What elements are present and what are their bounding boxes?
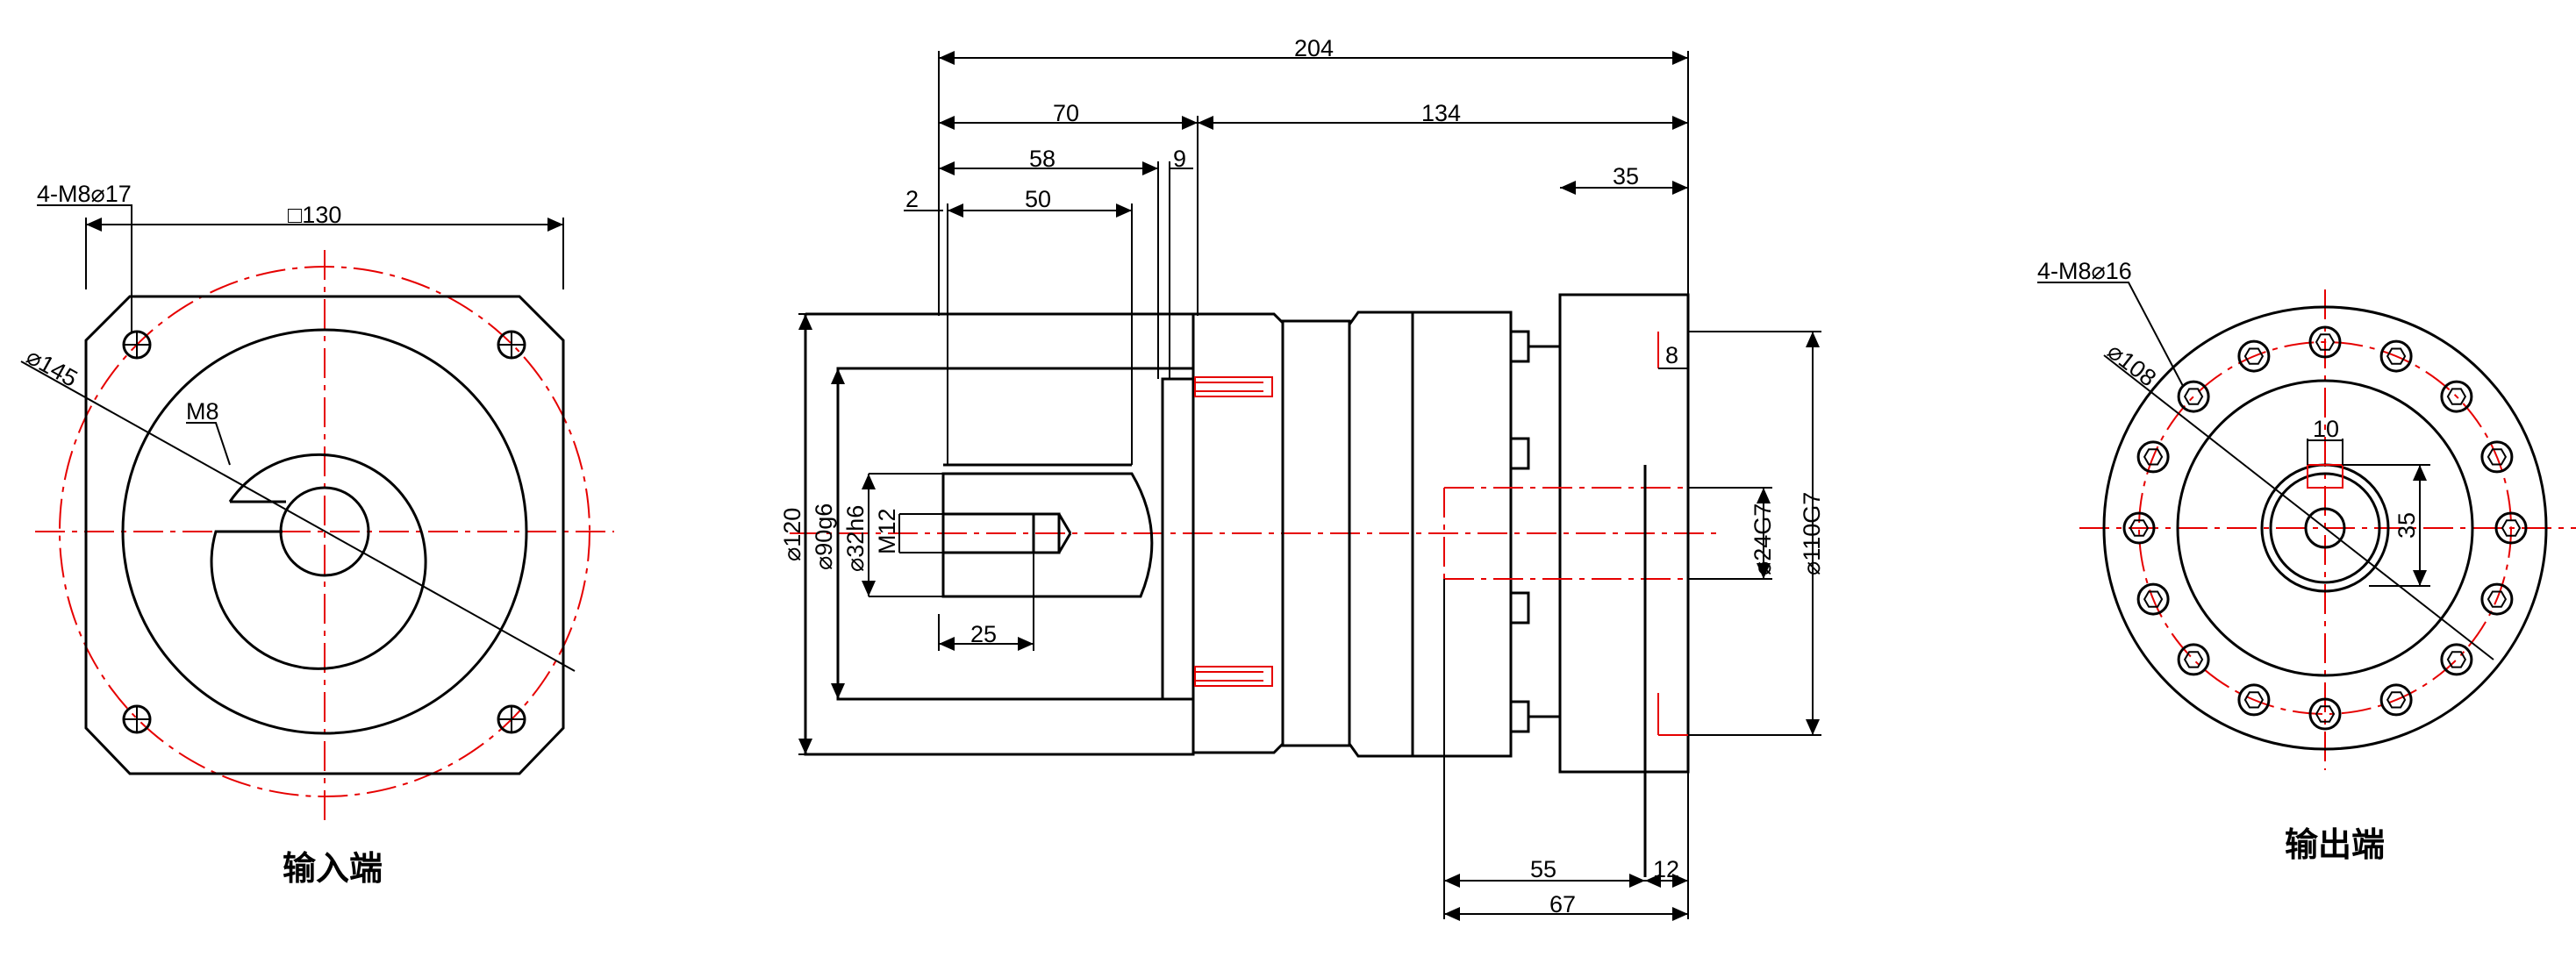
hex-socket <box>2315 333 2336 351</box>
bolt-hole <box>2177 380 2210 413</box>
thread-leader <box>186 422 231 466</box>
body-ring-3 <box>1411 311 1513 758</box>
bolt-hole <box>2480 440 2514 474</box>
input-bore <box>279 486 370 577</box>
flange-screws <box>1509 330 1560 733</box>
pcd-leader <box>20 361 576 672</box>
pilot-circle <box>121 328 528 735</box>
out-bore <box>2304 507 2346 549</box>
hex-socket <box>2446 651 2467 668</box>
hex-socket <box>2143 590 2164 608</box>
dim-8-label: 8 <box>1665 342 1678 368</box>
hex-socket <box>2487 448 2508 466</box>
hex-socket <box>2487 590 2508 608</box>
out-bolt-spec-label: 4-M8⌀16 <box>2037 258 2132 284</box>
pcd-circle <box>59 266 590 797</box>
thread-label: M8 <box>186 398 219 425</box>
threaded-holes <box>1194 376 1273 687</box>
key-slot <box>2307 464 2343 489</box>
hex-socket <box>2386 347 2407 365</box>
bolt-holes <box>122 330 526 734</box>
dim-50-label: 50 <box>1025 186 1051 212</box>
dim-35-label: 35 <box>1613 163 1639 189</box>
bolt-hole <box>2308 697 2342 731</box>
dim-12-label: 12 <box>1653 856 1679 882</box>
output-end-view: 4-M8⌀16 ⌀108 10 35 输出端 <box>2037 258 2576 864</box>
hex-socket <box>2183 651 2204 668</box>
output-length-label: 134 <box>1421 100 1461 126</box>
side-view: 204 70 134 58 9 2 50 35 25 <box>779 35 1825 921</box>
hex-socket <box>2129 519 2150 537</box>
hex-socket <box>2315 705 2336 723</box>
hex-socket <box>2243 347 2265 365</box>
square-flange <box>84 295 565 775</box>
bolt-hole <box>2379 683 2413 717</box>
dia-120-label: ⌀120 <box>779 508 805 561</box>
dim-25-label: 25 <box>970 621 997 647</box>
bolt-hole <box>2480 582 2514 616</box>
bolt-hole <box>2136 582 2170 616</box>
out-pcd-leader <box>2103 354 2494 660</box>
bolt-hole <box>2440 643 2473 676</box>
hex-socket <box>2143 448 2164 466</box>
hex-socket <box>2446 388 2467 405</box>
input-end-view: 4-M8⌀17 □130 ⌀145 M8 输入端 <box>20 181 614 888</box>
vertical-dimensions: ⌀120 ⌀90g6 ⌀32h6 M12 ⌀24G7 ⌀110G7 8 <box>779 313 1825 755</box>
horizontal-dimensions: 204 70 134 58 9 2 50 35 25 <box>904 35 1689 921</box>
dim-9-label: 9 <box>1173 146 1186 172</box>
bolt-hole <box>2379 339 2413 373</box>
bolt-hole <box>2308 325 2342 359</box>
bolt-hole <box>2177 643 2210 676</box>
key-width-label: 10 <box>2313 416 2339 442</box>
dia-110-label: ⌀110G7 <box>1799 492 1825 575</box>
pcd-label: ⌀145 <box>22 343 82 392</box>
input-end-caption: 输入端 <box>283 849 383 888</box>
bolt-hole <box>2237 683 2271 717</box>
hex-socket <box>2243 691 2265 709</box>
dim-58-label: 58 <box>1029 146 1055 172</box>
key-height-label: 35 <box>2394 512 2420 539</box>
input-length-label: 70 <box>1053 100 1079 126</box>
dim-55-label: 55 <box>1530 856 1556 882</box>
dim-67-label: 67 <box>1549 891 1576 917</box>
hex-socket <box>2501 519 2522 537</box>
out-bolt-leader <box>2037 282 2184 387</box>
bolt-hole <box>2237 339 2271 373</box>
square-label: □130 <box>288 202 341 228</box>
output-bolt-holes <box>2122 325 2528 731</box>
dia-24-label: ⌀24G7 <box>1750 503 1776 575</box>
dia-90-label: ⌀90g6 <box>811 503 837 570</box>
motor-shaft-recess <box>210 453 427 670</box>
bolt-hole <box>2136 440 2170 474</box>
hex-socket <box>2386 691 2407 709</box>
bolt-spec-label: 4-M8⌀17 <box>37 181 132 207</box>
bolt-hole <box>2440 380 2473 413</box>
coupling-section <box>941 472 1154 598</box>
thread-m12-label: M12 <box>874 508 900 554</box>
adapter-plate <box>1161 377 1195 701</box>
body-ring-1 <box>1281 319 1351 747</box>
bolt-leader <box>37 204 132 332</box>
out-pcd-label: ⌀108 <box>2102 338 2161 391</box>
out-pcd-circle <box>2138 341 2512 715</box>
output-flange <box>1558 293 1690 774</box>
bolt-hole <box>2122 511 2156 545</box>
dim-2-label: 2 <box>905 186 919 212</box>
out-pilot-circle <box>2176 379 2474 677</box>
total-length-label: 204 <box>1294 35 1334 61</box>
outer-flange-circle <box>2102 305 2548 751</box>
output-end-caption: 输出端 <box>2285 825 2385 864</box>
bolt-hole <box>2494 511 2528 545</box>
dia-32-label: ⌀32h6 <box>842 505 869 572</box>
hex-socket <box>2183 388 2204 405</box>
